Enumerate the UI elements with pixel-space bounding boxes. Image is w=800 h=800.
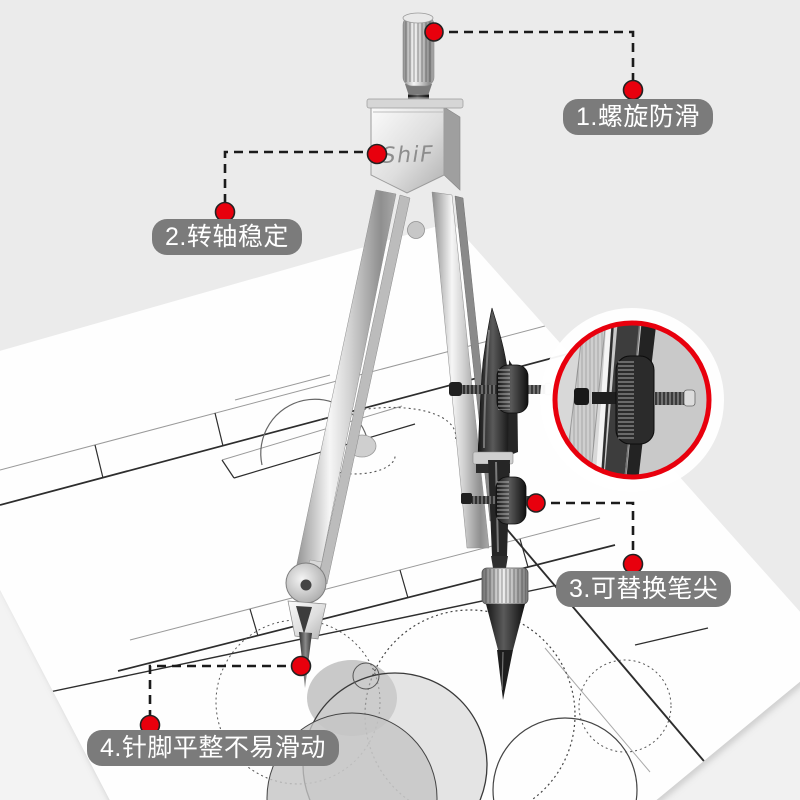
callout-dot-icon — [526, 493, 546, 513]
callout-lines — [148, 30, 635, 720]
magnifier-inset — [540, 308, 724, 492]
callout-dot-icon — [290, 655, 312, 677]
left-leg-rod — [317, 194, 411, 585]
brand-engraving: ShiF — [381, 142, 435, 169]
pen-tip — [497, 650, 513, 700]
callout-dot-icon — [622, 79, 644, 101]
callout-label-1: 1.螺旋防滑 — [563, 99, 713, 135]
callout-dots — [139, 22, 644, 736]
magnifier-ring — [552, 320, 712, 480]
knurled-grip — [481, 567, 529, 605]
callout-label-4: 4.针脚平整不易滑动 — [87, 730, 339, 766]
callout-label-2: 2.转轴稳定 — [152, 219, 302, 255]
callout-line-1 — [434, 30, 635, 86]
callout-dot-icon — [424, 22, 444, 42]
pivot-joint — [285, 559, 327, 640]
callout-line-2 — [223, 150, 378, 206]
head-plate: ShiF — [366, 98, 464, 194]
callout-label-3: 3.可替换笔尖 — [556, 571, 732, 607]
drawing-paper-sheet — [0, 222, 800, 800]
leg-roller — [407, 221, 425, 239]
callout-dot-icon — [366, 143, 388, 165]
callout-line-4 — [148, 664, 301, 720]
callout-line-3 — [536, 501, 635, 560]
thumb-screw-upper — [449, 364, 552, 414]
